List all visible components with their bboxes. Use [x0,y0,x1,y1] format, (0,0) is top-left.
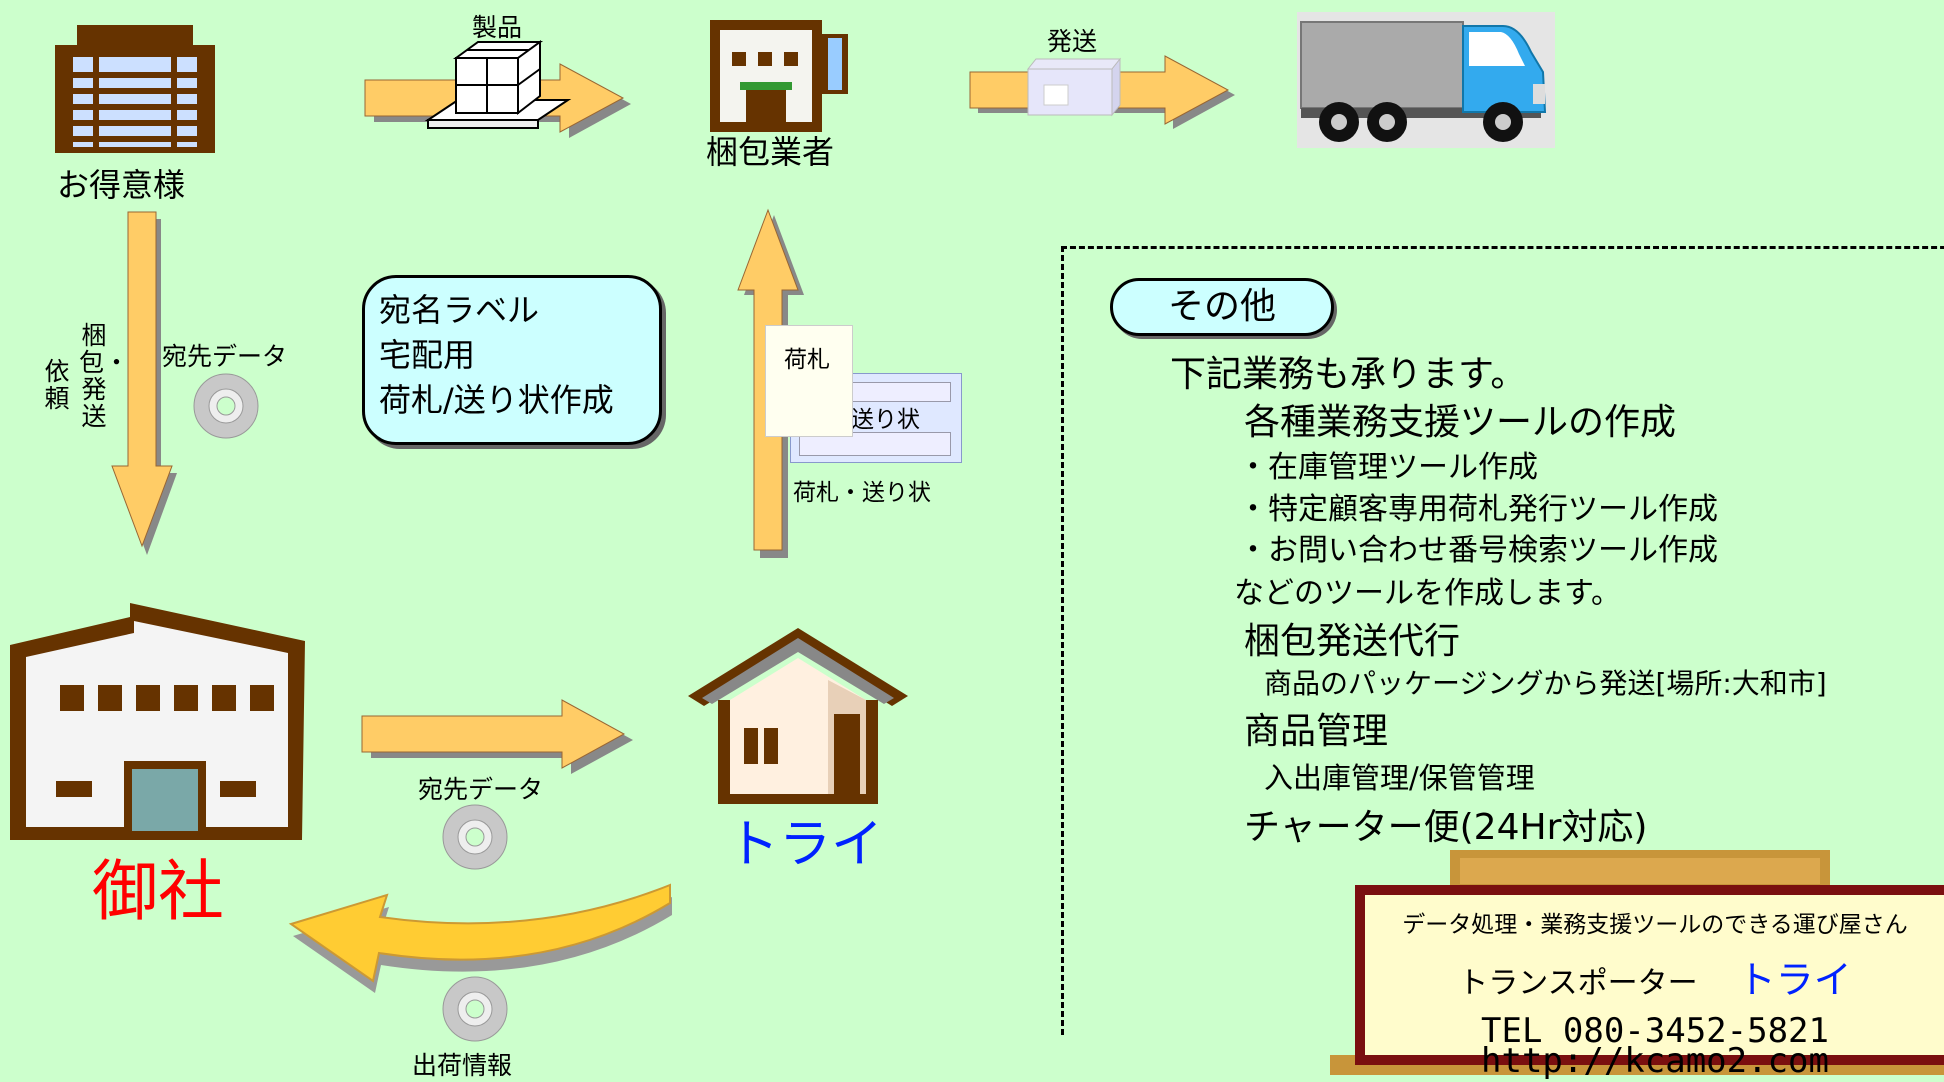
packing-detail: 商品のパッケージングから発送[場所:大和市] [1264,667,1827,700]
request-label-2: 依頼 [44,357,70,413]
address-data-label-left: 宛先データ [162,342,288,371]
product-mgmt-detail: 入出庫管理/保管管理 [1264,761,1535,795]
slip-label: 送り状 [851,407,920,433]
bubble-line-2: 宅配用 [379,336,476,374]
signboard-tagline: データ処理・業務支援ツールのできる運び屋さん [1402,912,1908,938]
packer-building-icon [710,20,848,132]
other-services-lead: 下記業務も承ります。 [1170,354,1527,395]
tools-note: などのツールを作成します。 [1234,576,1621,611]
signboard-url[interactable]: http://kcamo2.com [1481,1041,1829,1081]
bubble-line-3: 荷札/送り状作成 [379,381,614,419]
tools-item-1: ・在庫管理ツール作成 [1238,450,1538,485]
tools-item-3: ・お問い合わせ番号検索ツール作成 [1238,533,1718,568]
tag-doc: 荷札 [765,325,853,437]
cd-icon-bottom-2 [442,976,508,1042]
signboard-tel: TEL 080-3452-5821 [1481,1011,1829,1051]
shipment-info-label: 出荷情報 [412,1051,513,1080]
signboard: データ処理・業務支援ツールのできる運び屋さん トランスポーター トライ TEL 0… [1355,885,1944,1078]
address-data-arrow [361,699,633,774]
packer-label: 梱包業者 [706,133,835,171]
charter-service: チャーター便(24Hr対応) [1244,807,1648,848]
try-label: トライ [727,815,884,875]
product-label: 製品 [472,13,523,42]
bubble-line-1: 宛名ラベル [379,291,540,329]
your-company-label: 御社 [92,853,224,930]
shipping-label: 発送 [1047,27,1098,56]
cd-icon-bottom [442,804,508,870]
other-services-title: その他 [1110,278,1334,336]
tag-slip-label: 荷札・送り状 [793,480,931,506]
product-box-icon [424,40,572,129]
shipment-info-arrow [288,883,672,993]
label-creation-bubble: 宛名ラベル 宅配用 荷札/送り状作成 [362,275,662,445]
signboard-company-prefix: トランスポーター [1458,966,1698,1001]
truck-icon [1297,12,1555,148]
address-data-label-bottom: 宛先データ [418,775,544,804]
tag-slip-documents: 送り状 荷札 [765,325,962,465]
parcel-icon [1026,57,1122,117]
try-house-icon [688,628,908,804]
tools-heading: 各種業務支援ツールの作成 [1244,402,1677,443]
your-company-building-icon [10,603,305,840]
packing-heading: 梱包発送代行 [1244,621,1461,662]
tools-item-2: ・特定顧客専用荷札発行ツール作成 [1238,492,1718,527]
client-label: お得意様 [57,166,186,204]
other-services-panel [1061,246,1944,1035]
signboard-company-name: トライ [1737,958,1852,1002]
tag-label: 荷札 [784,347,830,373]
request-arrow [111,211,177,555]
cd-icon-left [193,373,259,439]
signboard-company: トランスポーター トライ [1365,949,1944,1004]
client-building-icon [55,25,215,153]
request-label-1: 梱包・発送 [79,321,130,431]
product-mgmt-heading: 商品管理 [1244,711,1389,752]
